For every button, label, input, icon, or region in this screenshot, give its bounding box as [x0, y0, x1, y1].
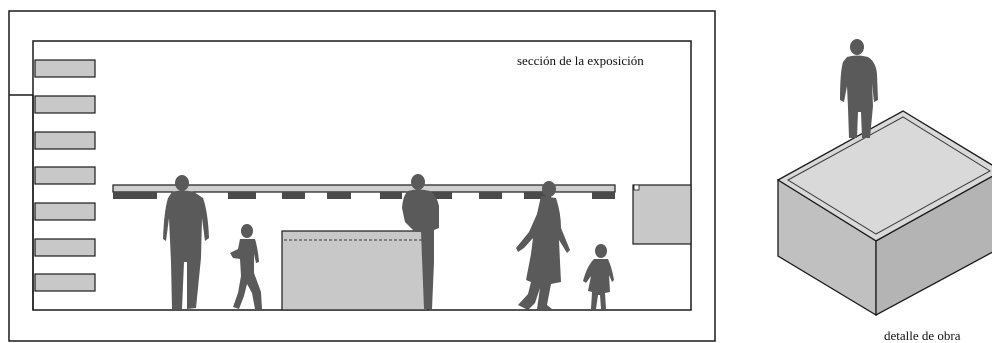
- wall-shelf: [34, 273, 96, 292]
- wall-shelf: [34, 131, 96, 150]
- track-light: [327, 192, 351, 199]
- track-light: [380, 192, 402, 199]
- track-light: [479, 192, 502, 199]
- track-light: [592, 192, 615, 199]
- person-silhouette-adult: [402, 174, 439, 309]
- section-caption: sección de la exposición: [517, 53, 644, 68]
- panel-marker: [633, 184, 640, 191]
- person-silhouette-adult: [163, 175, 209, 309]
- track-light: [282, 192, 305, 199]
- box-right-face: [875, 175, 992, 317]
- beam-top: [112, 184, 616, 193]
- track-light: [430, 192, 452, 199]
- person-silhouette-adult: [840, 39, 878, 138]
- people: [163, 174, 614, 310]
- track-light: [113, 192, 157, 199]
- track-light: [524, 192, 551, 199]
- ceiling-beam: [112, 184, 616, 199]
- wall-shelf: [34, 59, 96, 78]
- detail-caption: detalle de obra: [884, 328, 961, 343]
- wall-shelves: [34, 59, 96, 292]
- detail-view: [776, 39, 992, 317]
- wall-shelf: [34, 202, 96, 221]
- wall-shelf: [34, 166, 96, 185]
- person-silhouette-child: [583, 244, 614, 309]
- wall-shelf: [34, 95, 96, 114]
- right-wall-panel: [632, 184, 692, 245]
- person-silhouette-child: [230, 224, 262, 309]
- track-light: [228, 192, 256, 199]
- plinth-body: [281, 230, 429, 311]
- section-view: [8, 10, 716, 342]
- person-silhouette-adult: [516, 181, 570, 310]
- section-outer-frame: [8, 10, 716, 342]
- wall-shelf: [34, 238, 96, 257]
- display-plinth: [281, 230, 429, 311]
